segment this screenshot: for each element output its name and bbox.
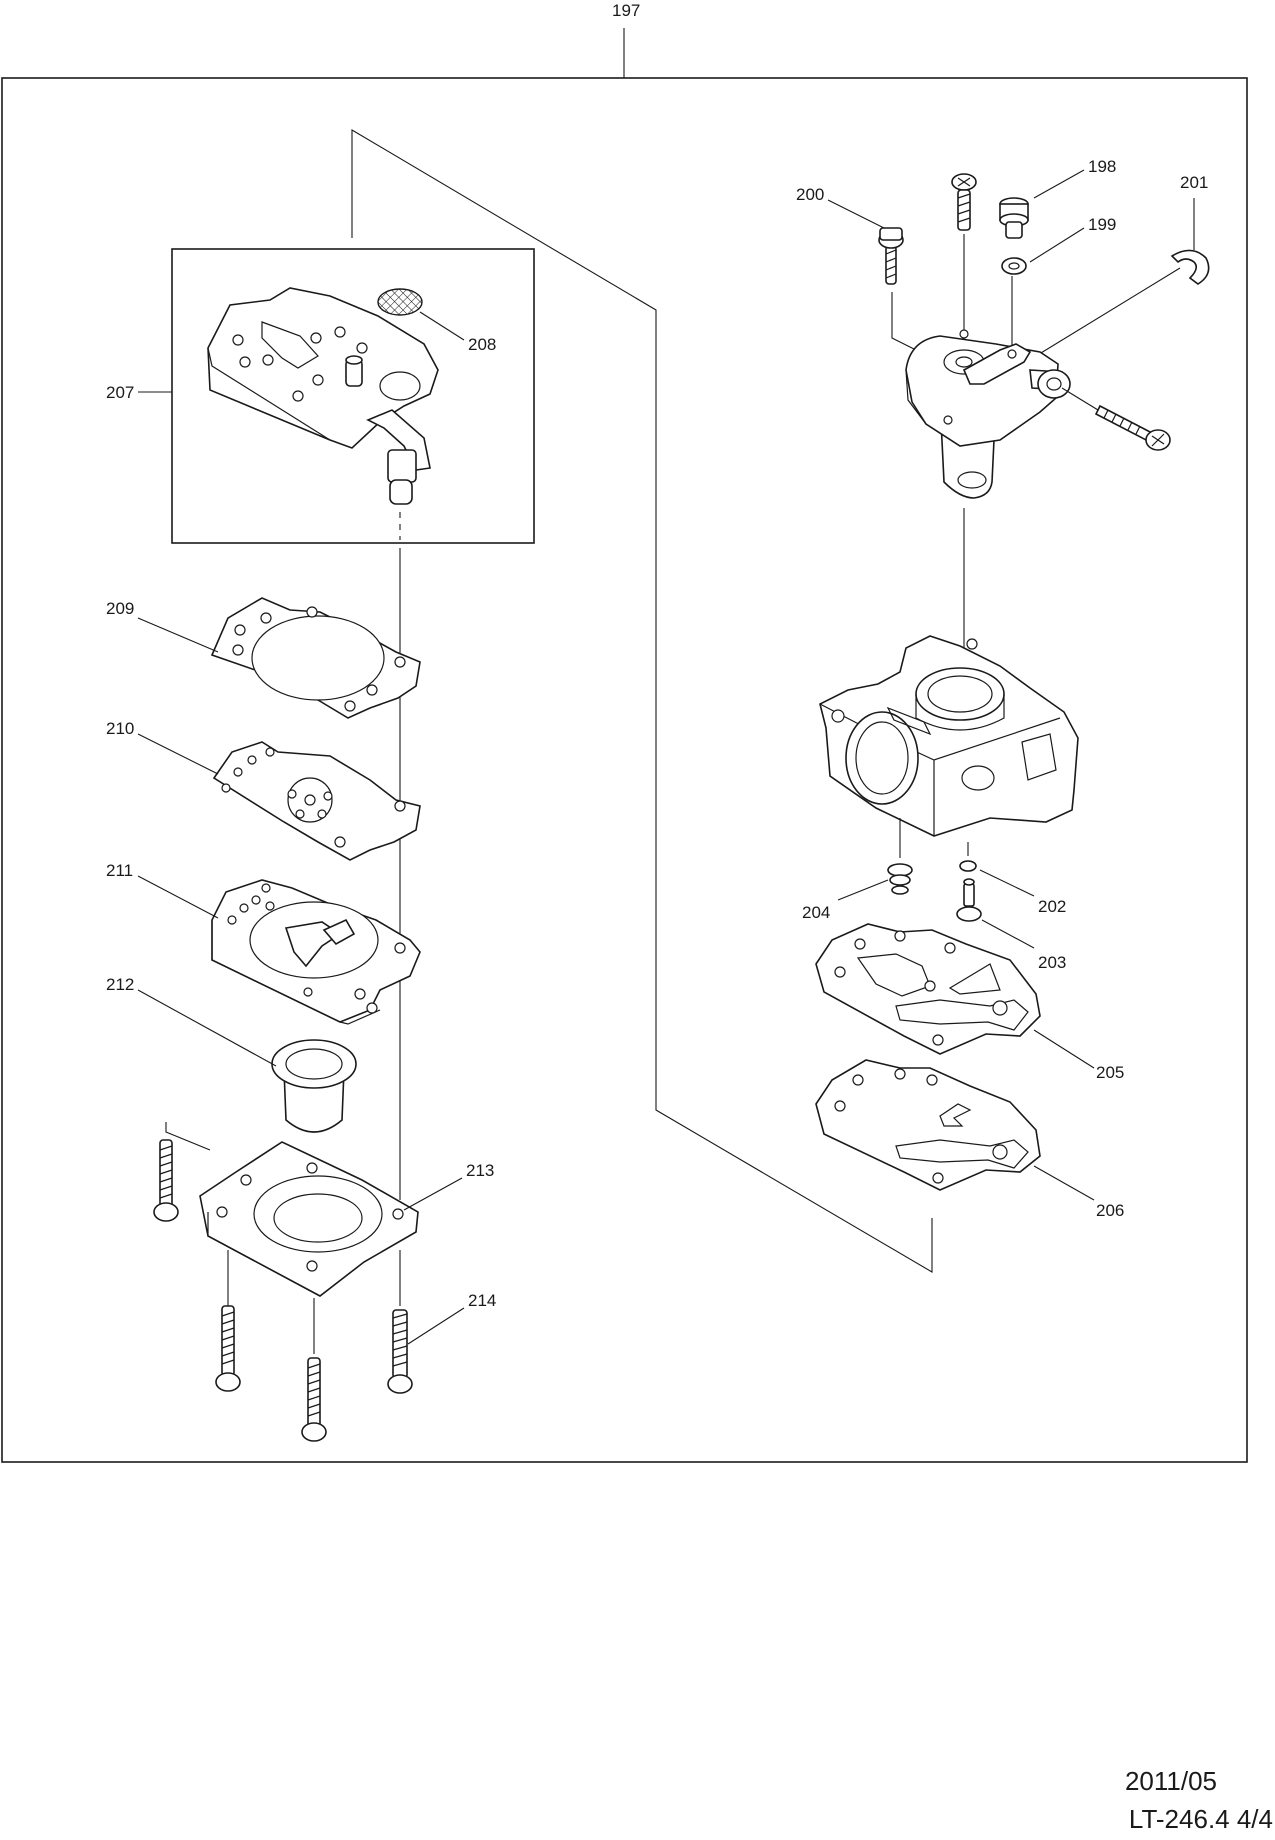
callout-209-line — [137, 617, 219, 653]
screw-200-part — [878, 227, 904, 285]
pump-body-211-part — [211, 879, 421, 1025]
gasket-205-part — [815, 923, 1041, 1055]
eclip-axis — [1035, 267, 1181, 357]
diaphragm-210-part — [212, 741, 421, 861]
screw-214-b — [215, 1250, 241, 1392]
callout-197: 197 — [612, 1, 640, 20]
callout-205: 205 — [1096, 1063, 1124, 1082]
cup-212-part — [271, 1039, 357, 1133]
callout-209: 209 — [106, 599, 134, 618]
callout-204-line — [837, 879, 889, 901]
plug-198-part — [999, 197, 1029, 239]
callout-212-line — [137, 989, 277, 1067]
callout-210: 210 — [106, 719, 134, 738]
callout-208-line — [419, 311, 465, 341]
callout-208: 208 — [468, 335, 496, 354]
callout-212: 212 — [106, 975, 134, 994]
callout-206: 206 — [1096, 1201, 1124, 1220]
callout-200: 200 — [796, 185, 824, 204]
cover-plate-213-part — [199, 1141, 419, 1297]
eclip-201-part — [1170, 249, 1210, 285]
oring-202-part — [959, 860, 977, 872]
callout-213: 213 — [466, 1161, 494, 1180]
throttle-screw-part — [1094, 404, 1171, 451]
screw-top-part — [951, 173, 977, 231]
screw-214-c — [301, 1298, 327, 1442]
footer-doc-ref: LT-246.4 4/4 — [1128, 1804, 1273, 1834]
throttle-body-part — [905, 329, 1071, 499]
inset-box-207 — [171, 248, 535, 544]
callout-210-line — [137, 733, 219, 775]
spring-204-part — [887, 863, 913, 895]
callout-211: 211 — [106, 861, 133, 880]
callout-202: 202 — [1038, 897, 1066, 916]
callout-207: 207 — [106, 383, 134, 402]
filter-screen-part — [377, 288, 423, 316]
callout-205-line — [1033, 1029, 1095, 1069]
callout-211-line — [137, 875, 219, 919]
callout-206-line — [1033, 1165, 1095, 1201]
callout-199-line — [1029, 227, 1085, 263]
carburetor-body-part — [819, 635, 1079, 837]
screw-214-a — [153, 1122, 211, 1222]
callout-203-line — [981, 919, 1035, 949]
callout-204: 204 — [802, 903, 830, 922]
callout-202-line — [979, 869, 1035, 897]
callout-198-line — [1033, 169, 1085, 199]
needle-203-part — [956, 878, 982, 922]
callout-200-line — [827, 199, 885, 229]
callout-199: 199 — [1088, 215, 1116, 234]
diaphragm-206-part — [815, 1059, 1041, 1191]
callout-214-line — [407, 1307, 465, 1345]
washer-199-part — [1001, 257, 1027, 275]
callout-203: 203 — [1038, 953, 1066, 972]
throttle-screw-axis — [1061, 387, 1099, 411]
callout-214: 214 — [468, 1291, 496, 1310]
callout-201: 201 — [1180, 173, 1208, 192]
subassembly-outline — [351, 129, 933, 1273]
footer-date: 2011/05 — [1124, 1766, 1217, 1796]
pump-cover-part — [207, 287, 439, 505]
screw-214-d — [387, 1250, 413, 1394]
callout-213-line — [403, 1177, 463, 1211]
gasket-209-part — [210, 597, 421, 719]
callout-198: 198 — [1088, 157, 1116, 176]
